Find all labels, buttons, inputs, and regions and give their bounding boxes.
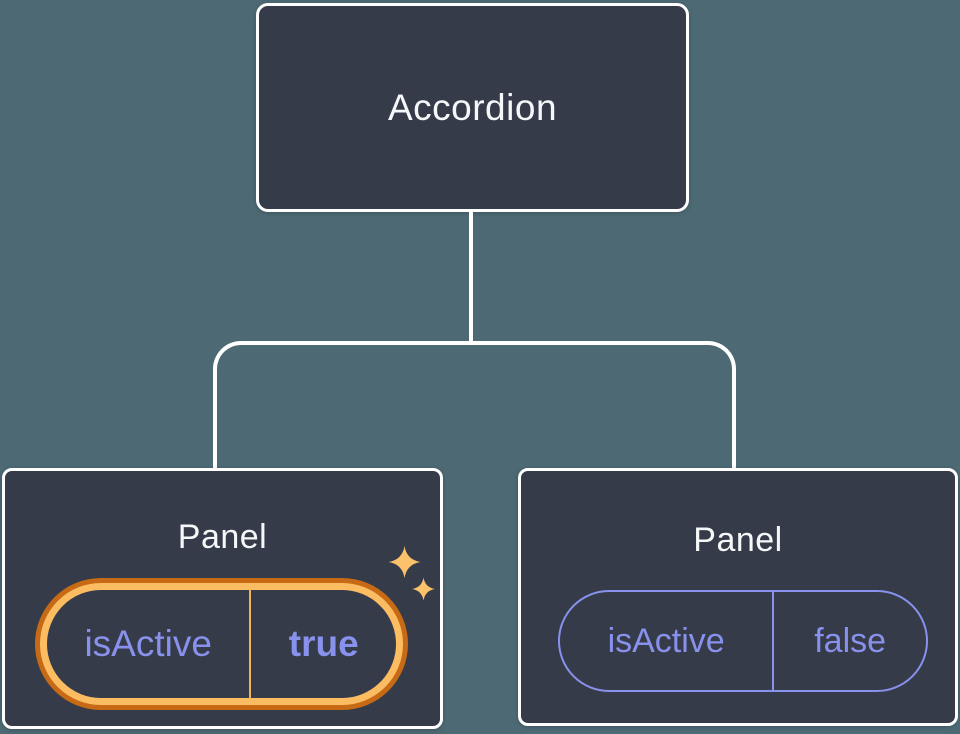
panel-inactive-label: Panel <box>693 521 783 559</box>
panel-active-label: Panel <box>177 518 268 556</box>
pill-divider-inactive <box>772 592 775 690</box>
sparkle-icon-large <box>387 546 422 578</box>
pill-divider-active <box>249 590 252 698</box>
connector-bracket <box>213 341 736 470</box>
component-node-panel-inactive: Panel isActive false <box>518 468 958 726</box>
state-key-active: isActive <box>84 623 212 664</box>
component-node-accordion: Accordion <box>256 3 689 212</box>
state-value-active: true <box>288 623 359 664</box>
component-node-panel-active: Panel isActive true <box>2 468 443 729</box>
accordion-label: Accordion <box>387 86 558 128</box>
state-pill-inactive: isActive false <box>558 590 928 692</box>
sparkle-icon-small <box>412 577 435 601</box>
connector-stem <box>469 211 473 345</box>
state-key-inactive: isActive <box>607 621 725 660</box>
state-pill-active: isActive true <box>40 583 403 705</box>
state-value-inactive: false <box>814 621 887 660</box>
